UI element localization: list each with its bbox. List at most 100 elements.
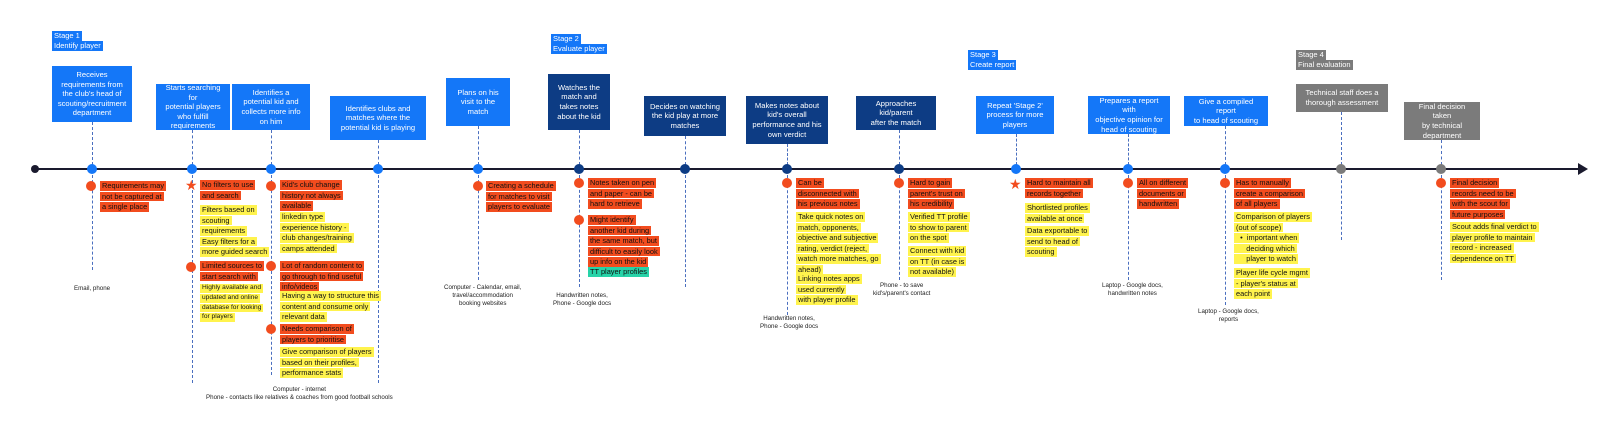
timeline-node[interactable]	[473, 164, 483, 174]
note-line: Limited sources to	[200, 261, 264, 271]
tools-label: Computer - Calendar, email, travel/accom…	[444, 284, 522, 307]
timeline-node[interactable]	[574, 164, 584, 174]
note-line: for matches to visit	[486, 191, 552, 202]
note-line: • important when	[1234, 233, 1300, 243]
note-line: used currently	[796, 284, 847, 295]
step-card[interactable]: Plans on his visit to the match	[446, 78, 510, 126]
stage-label-1: Stage 1 Identify player	[50, 31, 105, 51]
idea-note: Scout adds final verdict to player profi…	[1450, 222, 1539, 264]
note-line: the same match, but	[588, 236, 659, 246]
timeline-node[interactable]	[87, 164, 97, 174]
step-card[interactable]: Approaches kid/parent after the match	[856, 96, 936, 130]
painpoint-note: Limited sources to start search with	[200, 261, 264, 282]
note-line: requirements	[200, 226, 248, 236]
note-line: difficult to easily look	[588, 246, 660, 257]
painpoint-note: Final decision records need to be with t…	[1450, 178, 1516, 220]
note-line: Hard to maintain all	[1025, 178, 1093, 188]
stage-label-3: Stage 3 Create report	[966, 50, 1018, 70]
note-line: and search	[200, 190, 241, 201]
stage-label-2: Stage 2 Evaluate player	[549, 34, 609, 54]
note-line: available	[280, 201, 314, 211]
painpoint-note: Hard to maintain all records together	[1025, 178, 1093, 199]
stage-number: Stage 1	[52, 31, 82, 41]
note-line: database for looking	[200, 303, 264, 313]
step-card[interactable]: Identifies a potential kid and collects …	[232, 84, 310, 130]
timeline-node[interactable]	[1336, 164, 1346, 174]
timeline-node[interactable]	[894, 164, 904, 174]
painpoint-marker	[266, 324, 276, 334]
connector	[579, 175, 580, 287]
note-line: Final decision	[1450, 178, 1500, 188]
note-line: go through to find useful	[280, 271, 364, 282]
painpoint-note: Requirements may not be captured at a si…	[100, 181, 167, 213]
tools-label: Laptop - Google docs, handwritten notes	[1102, 282, 1163, 297]
feature-note: TT player profiles	[588, 267, 649, 278]
note-line: club changes/training	[280, 233, 354, 243]
note-line: not available)	[908, 267, 956, 277]
idea-note: Comparison of players (out of scope) • i…	[1234, 212, 1312, 265]
idea-note: Linking notes apps used currently with p…	[796, 274, 862, 306]
painpoint-note: All on different documents or handwritte…	[1137, 178, 1189, 210]
step-card[interactable]: Identifies clubs and matches where the p…	[330, 96, 426, 140]
note-line: more guided search	[200, 247, 270, 257]
note-line: info/videos	[280, 282, 320, 292]
note-line: experience history -	[280, 222, 349, 233]
painpoint-marker	[574, 178, 584, 188]
timeline-node[interactable]	[187, 164, 197, 174]
note-line: start search with	[200, 271, 258, 282]
note-line: watch more matches, go	[796, 254, 881, 264]
note-line: documents or	[1137, 188, 1186, 199]
painpoint-note: Hard to gain parent's trust on his credi…	[908, 178, 965, 210]
note-line: with the scout for	[1450, 199, 1510, 209]
tools-label: Handwritten notes, Phone - Google docs	[553, 292, 612, 307]
step-card[interactable]: Makes notes about kid's overall performa…	[746, 96, 828, 144]
step-card[interactable]: Starts searching for potential players w…	[156, 83, 230, 130]
note-line: of all players	[1234, 199, 1280, 209]
connector	[1341, 112, 1342, 165]
note-line: hard to retrieve	[588, 199, 642, 209]
step-card[interactable]: Prepares a report with objective opinion…	[1088, 96, 1170, 134]
note-line: deciding which	[1234, 243, 1297, 254]
note-line: player to watch	[1234, 254, 1298, 264]
connector	[899, 130, 900, 165]
note-line: Scout adds final verdict to	[1450, 222, 1539, 232]
timeline-node[interactable]	[1123, 164, 1133, 174]
stage-title: Evaluate player	[551, 44, 607, 54]
timeline-node[interactable]	[1011, 164, 1021, 174]
note-line: scouting	[1025, 247, 1057, 257]
note-line: relevant data	[280, 312, 327, 322]
step-card[interactable]: Give a compiled report to head of scouti…	[1184, 96, 1268, 126]
step-card[interactable]: Final decision taken by technical depart…	[1404, 102, 1480, 140]
note-line: All on different	[1137, 178, 1189, 188]
painpoint-note: Has to manually create a comparison of a…	[1234, 178, 1305, 210]
timeline-node[interactable]	[266, 164, 276, 174]
connector	[685, 136, 686, 165]
note-line: on the spot	[908, 233, 949, 243]
note-line: objective and subjective	[796, 233, 879, 243]
step-card[interactable]: Receives requirements from the club's he…	[52, 66, 132, 122]
painpoint-marker	[86, 181, 96, 191]
connector	[579, 130, 580, 165]
painpoint-note: Kid's club change history not always ava…	[280, 180, 343, 212]
step-card[interactable]: Technical staff does a thorough assessme…	[1296, 84, 1388, 112]
step-card[interactable]: Watches the match and takes notes about …	[548, 74, 610, 130]
note-line: each point	[1234, 289, 1273, 299]
painpoint-note: Might identify another kid during the sa…	[588, 215, 660, 268]
timeline-node[interactable]	[1436, 164, 1446, 174]
note-line: for players	[200, 313, 235, 323]
timeline-node[interactable]	[373, 164, 383, 174]
step-card[interactable]: Decides on watching the kid play at more…	[644, 96, 726, 136]
connector	[1128, 134, 1129, 165]
timeline-node[interactable]	[1220, 164, 1230, 174]
painpoint-marker	[266, 261, 276, 271]
timeline-node[interactable]	[782, 164, 792, 174]
connector	[378, 175, 379, 383]
note-line: his previous notes	[796, 199, 860, 209]
idea-note: Give comparison of players based on thei…	[280, 347, 374, 379]
stage-number: Stage 4	[1296, 50, 1326, 60]
note-line: parent's trust on	[908, 188, 965, 199]
connector	[1441, 140, 1442, 165]
timeline-node[interactable]	[680, 164, 690, 174]
step-card[interactable]: Repeat 'Stage 2' process for more player…	[976, 96, 1054, 134]
connector	[787, 175, 788, 315]
